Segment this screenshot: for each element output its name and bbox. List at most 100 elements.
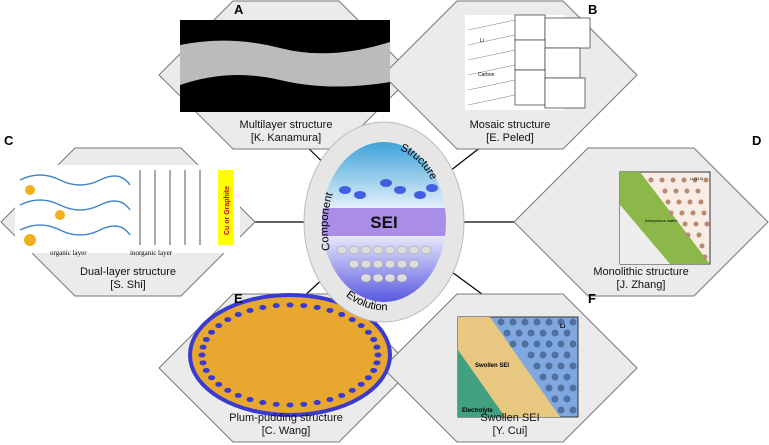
li-dot bbox=[515, 329, 523, 337]
crystal-dot bbox=[698, 199, 704, 205]
sei-particle bbox=[372, 273, 384, 283]
crystal-dot bbox=[696, 232, 702, 238]
plum-dot bbox=[215, 323, 223, 329]
panel-f-label-electrolyte: Electrolyte bbox=[462, 408, 493, 414]
plum-dot bbox=[348, 317, 356, 323]
li-dot bbox=[563, 351, 571, 359]
panel-b-image: Li Carbon bbox=[465, 14, 591, 110]
li-dot bbox=[551, 329, 559, 337]
plum-dot bbox=[246, 397, 254, 403]
li-dot bbox=[563, 373, 571, 381]
crystal-dot bbox=[681, 177, 687, 183]
panel-b-label-li: Li bbox=[480, 38, 484, 44]
plum-dot bbox=[364, 329, 372, 335]
li-dot bbox=[533, 318, 541, 326]
li-dot bbox=[527, 329, 535, 337]
sei-particle bbox=[360, 259, 372, 269]
panel-author: [S. Shi] bbox=[110, 279, 145, 291]
panel-author: [J. Zhang] bbox=[617, 279, 666, 291]
panel-c-image: Cu or Graphite organic layer inorganic l… bbox=[15, 165, 240, 257]
panel-title: Swollen SEI bbox=[480, 412, 539, 424]
li-dot bbox=[569, 340, 577, 348]
panel-d-image: Li (110) Amorphous matrix bbox=[619, 171, 711, 265]
panel-letter: F bbox=[588, 291, 596, 306]
crystal-dot bbox=[668, 210, 674, 216]
panel-author: [E. Peled] bbox=[486, 132, 534, 144]
li-dot bbox=[557, 340, 565, 348]
sei-particle bbox=[372, 245, 384, 255]
crystal-dot bbox=[695, 188, 701, 194]
plum-dot bbox=[338, 312, 346, 318]
plum-dot bbox=[208, 329, 216, 335]
plum-dot bbox=[364, 375, 372, 381]
plum-dot bbox=[286, 302, 294, 308]
li-dot bbox=[533, 340, 541, 348]
crystal-dot bbox=[676, 199, 682, 205]
li-dot bbox=[497, 318, 505, 326]
plum-dot bbox=[202, 337, 210, 343]
plum-dot bbox=[224, 387, 232, 393]
crystal-dot bbox=[692, 177, 698, 183]
li-dot bbox=[539, 373, 547, 381]
crystal-dot bbox=[684, 188, 690, 194]
plum-dot bbox=[313, 304, 321, 310]
plum-dot bbox=[326, 307, 334, 313]
plum-dot bbox=[198, 352, 206, 358]
sei-particle bbox=[396, 259, 408, 269]
crystal-dot bbox=[699, 243, 705, 249]
panel-title: Mosaic structure bbox=[470, 119, 551, 131]
li-dot bbox=[557, 362, 565, 370]
plum-dot bbox=[234, 312, 242, 318]
panel-author: [Y. Cui] bbox=[493, 425, 528, 437]
plum-dot bbox=[234, 392, 242, 398]
li-dot bbox=[563, 395, 571, 403]
panel-f-label-li: Li bbox=[560, 324, 566, 330]
plum-dot bbox=[202, 367, 210, 373]
center-sei-graphic: SEI Component Structure Evolution bbox=[303, 121, 465, 323]
sei-particle bbox=[372, 259, 384, 269]
panel-e-image bbox=[188, 293, 392, 417]
panel-title: Plum-pudding structure bbox=[229, 412, 343, 424]
panel-a-image bbox=[180, 20, 390, 112]
sei-particle bbox=[384, 259, 396, 269]
sei-particle bbox=[336, 245, 348, 255]
crystal-dot bbox=[659, 177, 665, 183]
crystal-dot bbox=[693, 221, 699, 227]
plum-dot bbox=[246, 307, 254, 313]
panel-letter: B bbox=[588, 2, 597, 17]
crystal-dot bbox=[702, 254, 708, 260]
sei-particle bbox=[348, 259, 360, 269]
crystal-dot bbox=[690, 210, 696, 216]
crystal-dot bbox=[682, 221, 688, 227]
crystal-dot bbox=[679, 210, 685, 216]
li-dot bbox=[539, 329, 547, 337]
panel-b-label-carbon: Carbon bbox=[478, 72, 495, 78]
sei-particle bbox=[384, 273, 396, 283]
li-dot bbox=[545, 340, 553, 348]
li-dot bbox=[563, 329, 571, 337]
panel-f-image: Li Swollen SEI Electrolyte bbox=[457, 316, 579, 418]
li-dot bbox=[545, 384, 553, 392]
plum-dot bbox=[373, 360, 381, 366]
panel-letter: C bbox=[4, 133, 14, 148]
li-dot bbox=[539, 351, 547, 359]
crystal-dot bbox=[673, 188, 679, 194]
crystal-dot bbox=[670, 177, 676, 183]
plum-dot bbox=[348, 387, 356, 393]
li-dot bbox=[503, 329, 511, 337]
sei-particle bbox=[408, 259, 420, 269]
li-dot bbox=[569, 362, 577, 370]
plum-dot bbox=[199, 360, 207, 366]
sei-title: SEI bbox=[370, 213, 397, 232]
li-dot bbox=[551, 373, 559, 381]
sei-particle bbox=[360, 245, 372, 255]
plum-dot bbox=[259, 304, 267, 310]
panel-author: [K. Kanamura] bbox=[251, 132, 321, 144]
li-dot bbox=[545, 318, 553, 326]
sei-particle bbox=[360, 273, 372, 283]
panel-c-label-inorganic: inorganic layer bbox=[130, 249, 173, 257]
crystal-dot bbox=[662, 188, 668, 194]
li-dot bbox=[569, 384, 577, 392]
plum-dot bbox=[338, 392, 346, 398]
